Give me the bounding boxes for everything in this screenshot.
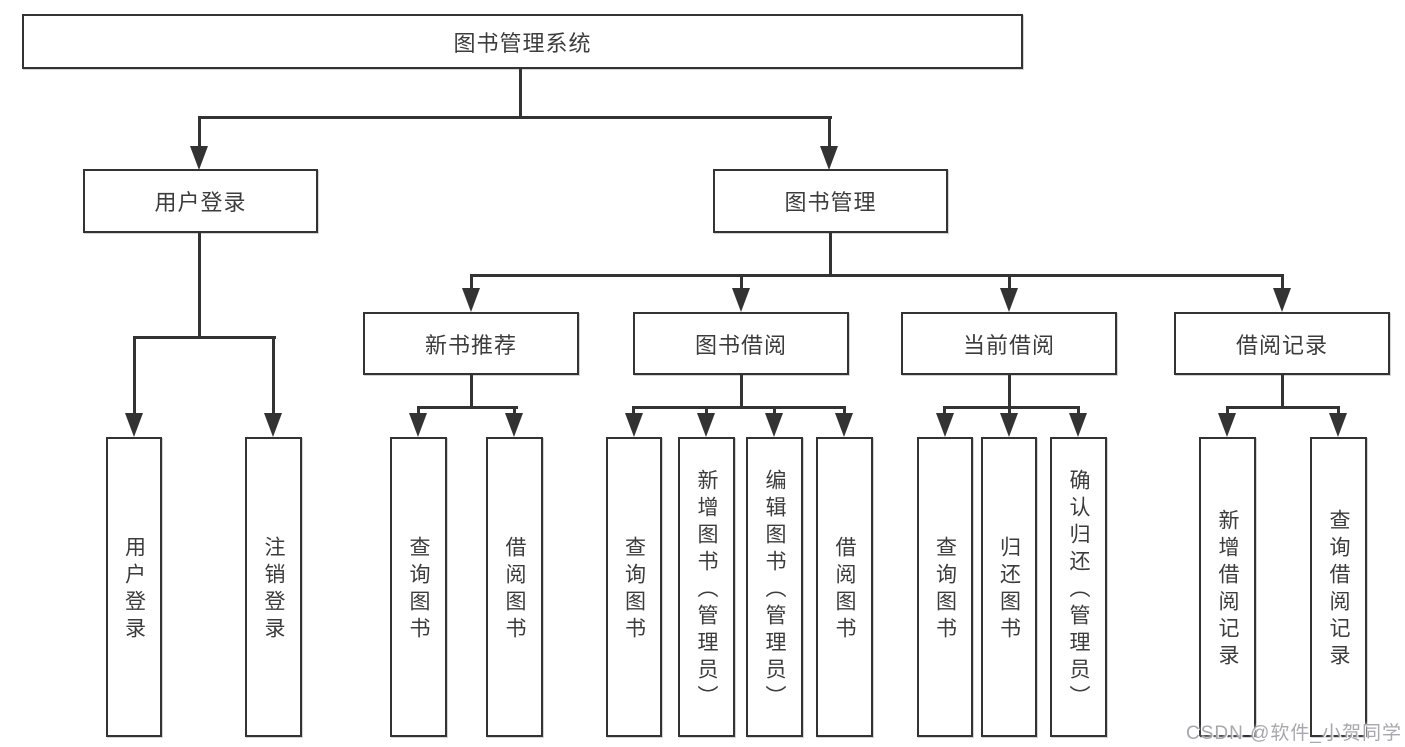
connector-line bbox=[740, 375, 743, 409]
node-label: 查询图书 bbox=[933, 536, 957, 644]
connector-line bbox=[417, 406, 420, 416]
node-new-book-recommendation: 新书推荐 bbox=[363, 312, 579, 375]
leaf-add-borrow-record: 新增借阅记录 bbox=[1199, 437, 1256, 737]
connector-line bbox=[198, 116, 832, 119]
leaf-borrow-books-new-book: 借阅图书 bbox=[486, 437, 543, 737]
arrow-down-icon bbox=[1000, 413, 1018, 437]
connector-line bbox=[843, 406, 846, 416]
arrow-down-icon bbox=[190, 146, 208, 170]
connector-line bbox=[705, 406, 708, 416]
connector-line bbox=[1008, 406, 1011, 416]
arrow-down-icon bbox=[1273, 288, 1291, 312]
arrow-down-icon bbox=[462, 288, 480, 312]
node-book-management: 图书管理 bbox=[713, 169, 948, 233]
leaf-query-books-current: 查询图书 bbox=[917, 437, 973, 737]
arrow-down-icon bbox=[697, 413, 715, 437]
connector-line bbox=[272, 336, 275, 416]
node-label: 图书管理 bbox=[784, 190, 877, 215]
arrow-down-icon bbox=[1000, 288, 1018, 312]
node-label: 用户登录 bbox=[154, 190, 247, 215]
connector-line bbox=[828, 116, 831, 148]
node-label: 借阅图书 bbox=[503, 536, 526, 644]
leaf-query-borrow-record: 查询借阅记录 bbox=[1310, 437, 1367, 737]
connector-line bbox=[740, 274, 743, 292]
arrow-down-icon bbox=[820, 146, 838, 170]
arrow-down-icon bbox=[625, 413, 643, 437]
connector-line bbox=[133, 336, 276, 339]
connector-line bbox=[1226, 406, 1340, 409]
leaf-user-login: 用户登录 bbox=[106, 437, 162, 737]
node-current-borrowing: 当前借阅 bbox=[901, 312, 1117, 375]
connector-line bbox=[513, 406, 516, 416]
leaf-edit-books-admin: 编辑图书（管理员） bbox=[746, 437, 803, 737]
node-label: 编辑图书（管理员） bbox=[763, 468, 786, 712]
connector-line bbox=[943, 406, 946, 416]
node-label: 查询图书 bbox=[622, 536, 646, 644]
arrow-down-icon bbox=[765, 413, 783, 437]
leaf-borrow-books-borrowing: 借阅图书 bbox=[816, 437, 873, 737]
connector-line bbox=[519, 69, 522, 119]
arrow-down-icon bbox=[1329, 413, 1347, 437]
node-label: 查询借阅记录 bbox=[1327, 509, 1350, 671]
node-label: 归还图书 bbox=[997, 536, 1021, 644]
node-borrowing-records: 借阅记录 bbox=[1174, 312, 1390, 375]
node-label: 图书借阅 bbox=[694, 332, 787, 358]
node-label: 图书管理系统 bbox=[453, 30, 592, 56]
leaf-query-books-new-book: 查询图书 bbox=[390, 437, 447, 737]
node-label: 查询图书 bbox=[407, 536, 430, 644]
connector-line bbox=[1337, 406, 1340, 416]
connector-line bbox=[198, 116, 201, 148]
connector-line bbox=[943, 406, 1080, 409]
arrow-down-icon bbox=[125, 413, 143, 437]
arrow-down-icon bbox=[1069, 413, 1087, 437]
node-label: 当前借阅 bbox=[962, 332, 1055, 358]
connector-line bbox=[198, 233, 201, 339]
node-user-login: 用户登录 bbox=[83, 169, 318, 233]
connector-line bbox=[1008, 375, 1011, 409]
leaf-confirm-return-admin: 确认归还（管理员） bbox=[1050, 437, 1107, 737]
leaf-return-books: 归还图书 bbox=[981, 437, 1037, 737]
connector-line bbox=[417, 406, 518, 409]
leaf-query-books-borrowing: 查询图书 bbox=[606, 437, 662, 737]
node-label: 新书推荐 bbox=[424, 332, 517, 358]
arrow-down-icon bbox=[1218, 413, 1236, 437]
node-root-library-management-system: 图书管理系统 bbox=[22, 14, 1023, 69]
connector-line bbox=[1281, 274, 1284, 292]
node-label: 新增借阅记录 bbox=[1216, 509, 1239, 671]
connector-line bbox=[1008, 274, 1011, 292]
connector-line bbox=[632, 406, 846, 409]
arrow-down-icon bbox=[732, 288, 750, 312]
connector-line bbox=[1226, 406, 1229, 416]
arrow-down-icon bbox=[936, 413, 954, 437]
leaf-add-books-admin: 新增图书（管理员） bbox=[678, 437, 735, 737]
connector-line bbox=[470, 274, 473, 292]
arrow-down-icon bbox=[835, 413, 853, 437]
connector-line bbox=[773, 406, 776, 416]
leaf-logout: 注销登录 bbox=[245, 437, 302, 737]
connector-line bbox=[632, 406, 635, 416]
node-label: 注销登录 bbox=[262, 536, 285, 644]
arrow-down-icon bbox=[264, 413, 282, 437]
connector-line bbox=[829, 233, 832, 277]
csdn-watermark: CSDN @软件_小贺同学 bbox=[1186, 723, 1402, 744]
node-label: 用户登录 bbox=[122, 536, 146, 644]
connector-line bbox=[133, 336, 136, 416]
arrow-down-icon bbox=[409, 413, 427, 437]
node-book-borrowing: 图书借阅 bbox=[633, 312, 849, 375]
connector-line bbox=[470, 375, 473, 409]
node-label: 确认归还（管理员） bbox=[1067, 468, 1090, 712]
connector-line bbox=[1077, 406, 1080, 416]
node-label: 借阅记录 bbox=[1235, 332, 1328, 358]
arrow-down-icon bbox=[505, 413, 523, 437]
node-label: 新增图书（管理员） bbox=[695, 468, 718, 712]
node-label: 借阅图书 bbox=[833, 536, 856, 644]
connector-line bbox=[1281, 375, 1284, 409]
connector-line bbox=[470, 274, 1284, 277]
